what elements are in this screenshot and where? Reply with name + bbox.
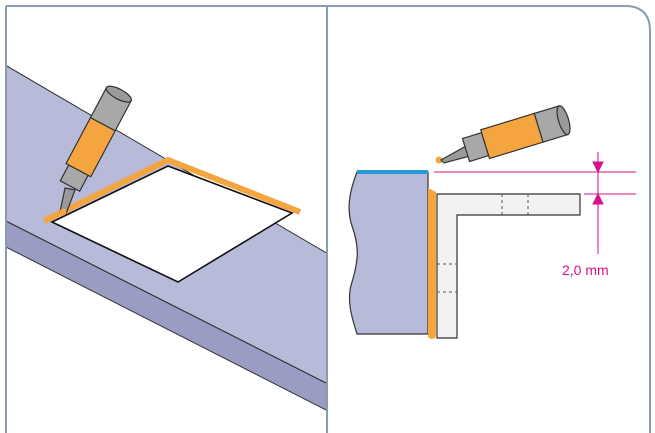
frame-border [6,5,651,433]
sink-cutout [50,165,294,283]
caulking-gun-icon [435,105,571,164]
right-panel [348,105,636,339]
sink-flange-section [436,193,581,339]
dimension-marker [434,152,636,254]
sealant-bead [42,156,302,224]
dimension-label: 2,0 mm [562,262,609,278]
worktop-section [348,171,429,335]
sealant-joint [428,188,436,339]
top-tape [357,170,428,174]
left-panel [6,64,326,411]
caulking-gun-icon [59,85,133,216]
